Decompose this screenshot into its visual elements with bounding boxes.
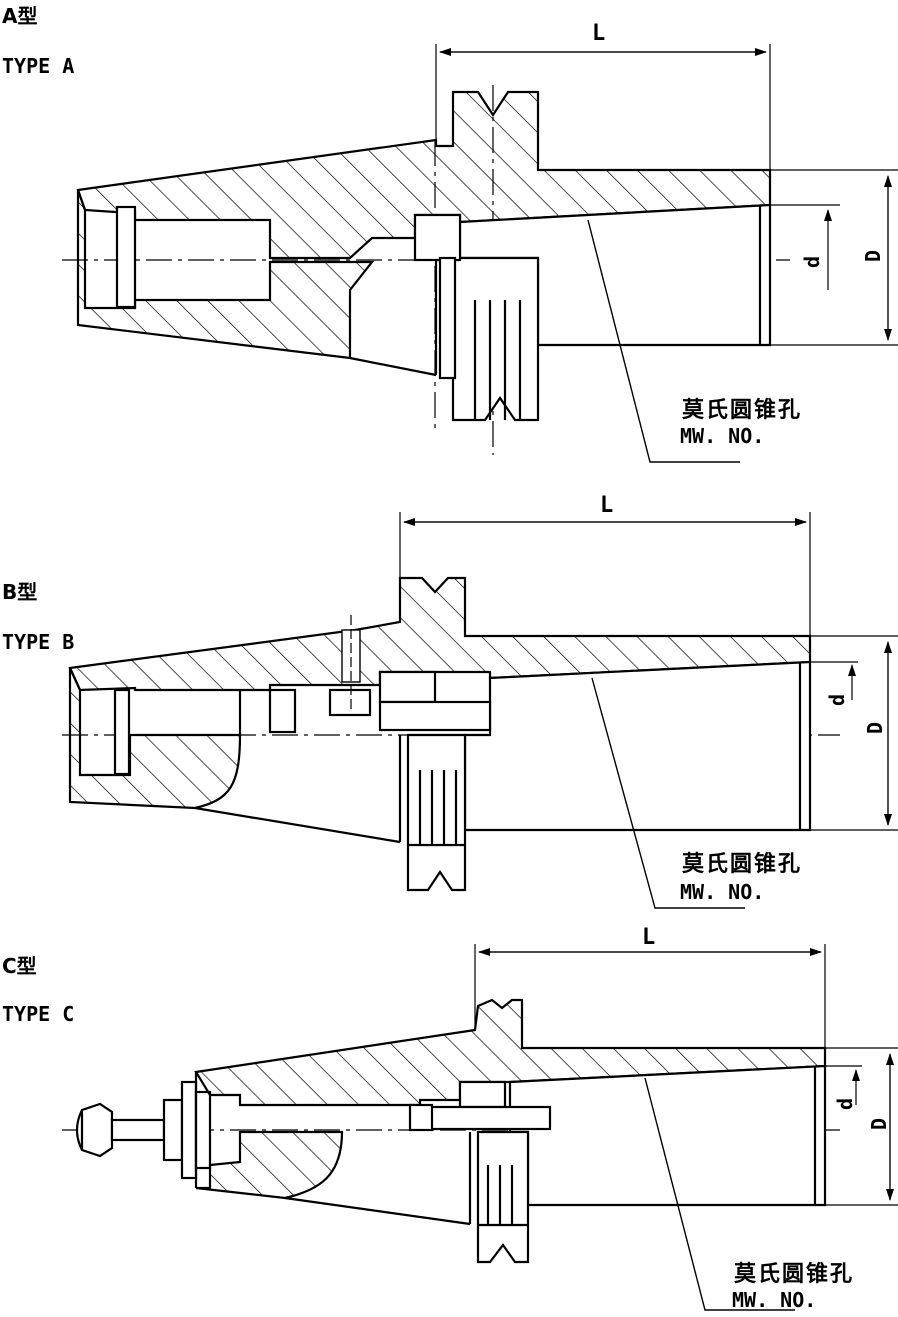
type-b-dim-L: L bbox=[600, 493, 613, 518]
type-b-en-label: TYPE B bbox=[2, 630, 75, 654]
type-b-dim-d: d bbox=[825, 694, 849, 706]
type-c-dim-L: L bbox=[642, 925, 655, 950]
type-c-cn-label: C型 bbox=[2, 954, 37, 978]
type-c-morse-note-en: MW. NO. bbox=[732, 1288, 817, 1312]
type-c-view bbox=[62, 944, 898, 1311]
type-a-view bbox=[62, 44, 898, 463]
type-a-morse-note-en: MW. NO. bbox=[680, 424, 765, 448]
type-c-dim-d: d bbox=[833, 1098, 857, 1110]
type-b-dim-D: D bbox=[863, 722, 887, 734]
type-c-en-label: TYPE C bbox=[2, 1002, 75, 1026]
type-a-cn-label: A型 bbox=[2, 4, 38, 28]
type-b-cn-label: B型 bbox=[2, 580, 38, 604]
type-a-en-label: TYPE A bbox=[2, 54, 75, 78]
type-c-morse-note-cn: 莫氏圆锥孔 bbox=[734, 1262, 855, 1287]
type-a-dim-D: D bbox=[861, 250, 885, 262]
type-c-dim-D: D bbox=[867, 1118, 891, 1130]
type-b-view bbox=[62, 512, 898, 909]
type-a-morse-note-cn: 莫氏圆锥孔 bbox=[682, 398, 803, 423]
type-b-morse-note-en: MW. NO. bbox=[680, 880, 765, 904]
type-b-morse-note-cn: 莫氏圆锥孔 bbox=[682, 852, 803, 877]
type-a-dim-L: L bbox=[592, 21, 605, 46]
type-a-dim-d: d bbox=[800, 256, 824, 268]
